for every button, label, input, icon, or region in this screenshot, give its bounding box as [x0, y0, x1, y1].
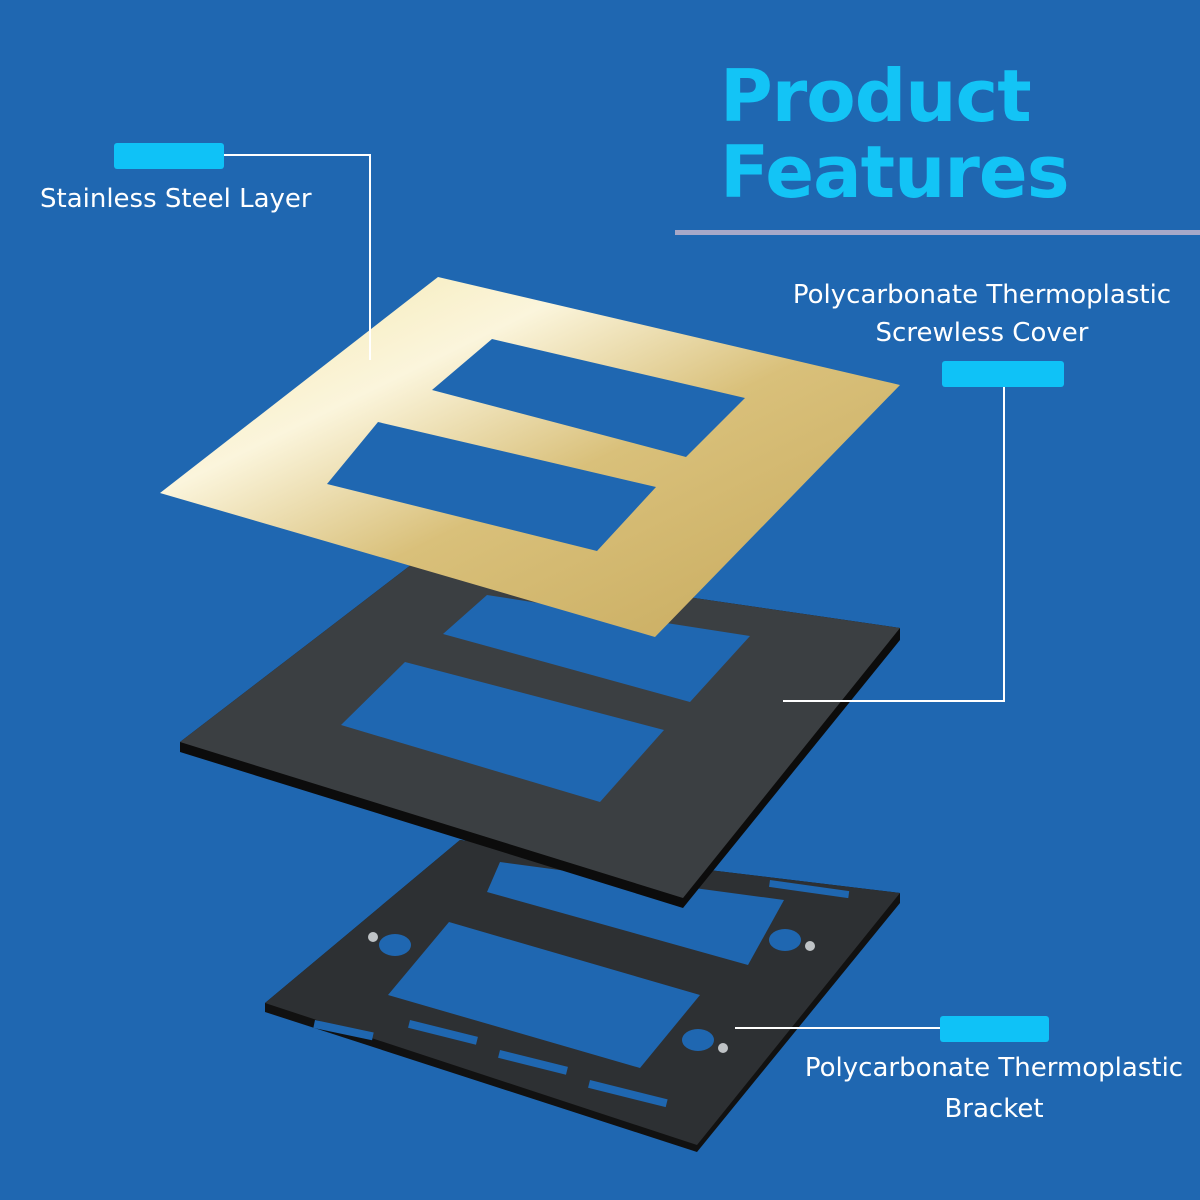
cover-label-line-2: Screwless Cover	[875, 318, 1089, 348]
steel-label: Stainless Steel Layer	[40, 184, 312, 214]
cover-label-line-1: Polycarbonate Thermoplastic	[792, 280, 1172, 310]
cover-label: Polycarbonate Thermoplastic Screwless Co…	[780, 276, 1184, 352]
bracket-label-tag	[940, 1016, 1049, 1042]
cover-label-tag	[942, 361, 1064, 387]
steel-label-tag	[114, 143, 224, 169]
page-title: Product Features	[720, 54, 1070, 214]
bracket-label-line-2: Bracket	[944, 1094, 1044, 1124]
bracket-label-line-1: Polycarbonate Thermoplastic	[804, 1053, 1184, 1083]
title-line-2: Features	[720, 130, 1070, 214]
bracket-label: Polycarbonate Thermoplastic Bracket	[790, 1048, 1198, 1130]
stainless-steel-plate	[160, 277, 900, 637]
title-divider	[675, 230, 1200, 235]
leader-lines	[224, 154, 1005, 1029]
cover-plate	[180, 558, 900, 908]
bracket-plate	[265, 840, 900, 1152]
title-line-1: Product	[720, 54, 1032, 138]
